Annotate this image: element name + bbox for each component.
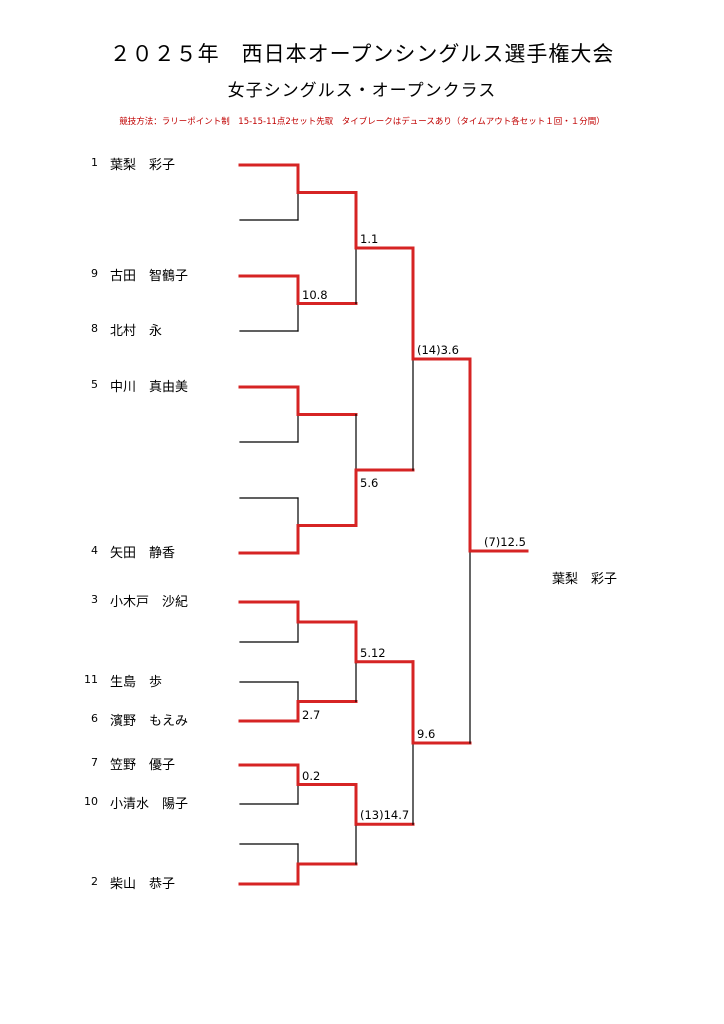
match-score: 2.7 <box>302 707 321 722</box>
match-score: 5.12 <box>360 645 386 660</box>
player-seed: 9 <box>91 267 98 280</box>
match-score: 5.6 <box>360 476 379 490</box>
player-seed: 4 <box>91 544 98 557</box>
match-score: 9.6 <box>417 727 436 741</box>
player-seed: 6 <box>91 712 98 725</box>
player-seed: 7 <box>91 756 98 769</box>
match-score: (7)12.5 <box>484 535 526 549</box>
player-name: 中川 真由美 <box>110 380 189 395</box>
player-seed: 11 <box>84 673 98 686</box>
player-name: 小木戸 沙紀 <box>110 595 189 610</box>
player-seed: 1 <box>91 156 98 169</box>
match-score: (14)3.6 <box>417 343 459 357</box>
player-name: 矢田 静香 <box>110 546 176 561</box>
player-name: 古田 智鶴子 <box>110 269 189 284</box>
player-name: 柴山 恭子 <box>110 877 176 892</box>
player-seed: 10 <box>84 795 98 808</box>
player-name: 小清水 陽子 <box>110 797 189 812</box>
player-name: 生島 歩 <box>110 675 163 690</box>
match-score: 0.2 <box>302 768 321 783</box>
player-seed: 2 <box>91 875 98 888</box>
match-score: 1.1 <box>360 232 379 246</box>
event-subtitle: 女子シングルス・オープンクラス <box>227 81 497 101</box>
page-title: ２０２５年 西日本オープンシングルス選手権大会 <box>109 42 615 66</box>
player-name: 笠野 優子 <box>110 758 176 773</box>
player-seed: 3 <box>91 593 98 606</box>
match-score: 10.8 <box>302 287 328 302</box>
champion-name: 葉梨 彩子 <box>552 572 618 587</box>
player-name: 葉梨 彩子 <box>110 158 176 173</box>
player-seed: 5 <box>91 378 98 391</box>
match-score: (13)14.7 <box>360 808 410 823</box>
competition-rules: 競技方法：ラリーポイント制 15-15-11点2セット先取 タイブレークはデュー… <box>119 117 605 127</box>
player-seed: 8 <box>91 322 98 335</box>
player-name: 北村 永 <box>110 324 163 339</box>
player-name: 濱野 もえみ <box>110 714 189 729</box>
